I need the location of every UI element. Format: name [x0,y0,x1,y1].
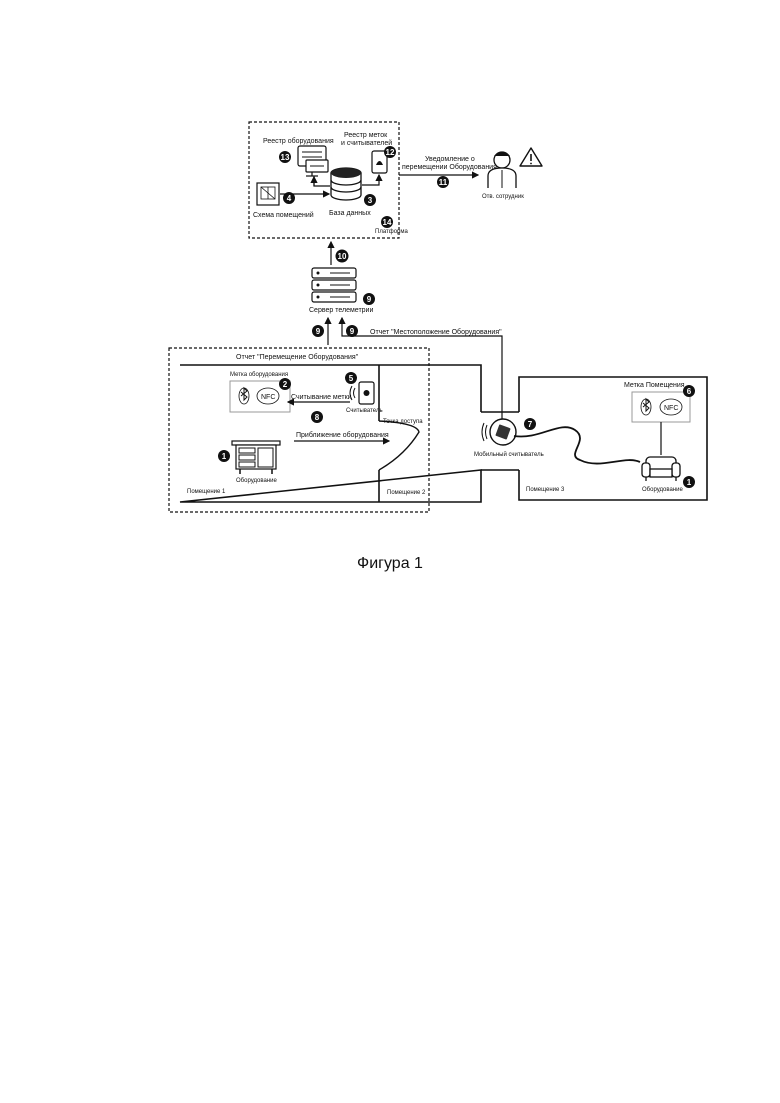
room-scheme-icon [257,183,279,205]
marker-10-text: 10 [338,252,347,261]
location-report-label: Отчет "Местоположение Оборудования" [370,328,502,336]
cabinet-icon [232,441,280,474]
marker-6-text: 6 [687,387,692,396]
telemetry-server-icon [312,268,356,302]
reader-icon [350,382,374,404]
mobile-reader-icon [482,419,516,445]
marker-14-text: 14 [383,218,392,227]
figure-caption: Фигура 1 [0,555,780,573]
equipment-approach-label: Приближение оборудования [296,431,389,439]
marker-12-text: 12 [386,148,395,157]
db-to-tag-registry-arrow [362,175,379,185]
equipment-left-label: Оборудование [236,478,277,484]
marker-9-left-text: 9 [316,327,321,336]
marker-1-right-text: 1 [687,478,692,487]
warning-icon [520,148,542,166]
movement-report-label: Отчет "Перемещение Оборудования" [236,353,359,361]
sofa-icon [642,457,680,481]
tag-reading-label: Считывание метки [291,394,352,401]
telemetry-server-label: Сервер телеметрии [309,307,373,314]
access-point-label: Точка доступа [383,419,423,425]
marker-3-text: 3 [368,196,373,205]
access-point-door [379,421,419,470]
marker-1-left-text: 1 [222,452,227,461]
notification-label-1: Уведомление о [425,156,475,163]
responsible-label: Отв. сотрудник [482,194,524,200]
svg-text:NFC: NFC [261,394,275,401]
marker-11-text: 11 [439,178,448,187]
employee-icon [488,152,516,189]
room3-label: Помещение 3 [526,487,565,493]
notification-label-2: перемещении Оборудования [402,163,497,171]
database-label: База данных [329,210,371,217]
room-scheme-label: Схема помещений [253,211,314,219]
marker-4-text: 4 [287,194,292,203]
robot-path-curve [514,427,640,463]
movement-report-boundary [169,348,429,512]
db-to-registry-connector [314,176,330,186]
equipment-registry-icon [298,146,328,176]
room-tag-label: Метка Помещения [624,382,685,389]
reader-label: Считыватель [346,408,383,414]
tag-registry-label-2: и считывателей [341,139,392,147]
marker-2-text: 2 [283,380,288,389]
equipment-right-label: Оборудование [642,487,683,493]
room1-label: Помещение 1 [187,489,226,495]
equipment-registry-label: Реестр оборудования [263,137,334,145]
marker-7-text: 7 [528,420,533,429]
mobile-reader-label: Мобильный считыватель [474,451,544,458]
room2-label: Помещение 2 [387,490,426,496]
svg-text:NFC: NFC [664,405,678,412]
marker-8-text: 8 [315,413,320,422]
platform-label: Платформа [375,229,409,235]
equipment-tag-label: Метка оборудования [230,372,288,378]
marker-9-main-text: 9 [367,295,372,304]
marker-13-text: 13 [281,153,290,162]
marker-9-right-text: 9 [350,327,355,336]
marker-5-text: 5 [349,374,354,383]
database-icon [331,168,361,200]
tag-registry-label-1: Реестр меток [344,132,388,139]
